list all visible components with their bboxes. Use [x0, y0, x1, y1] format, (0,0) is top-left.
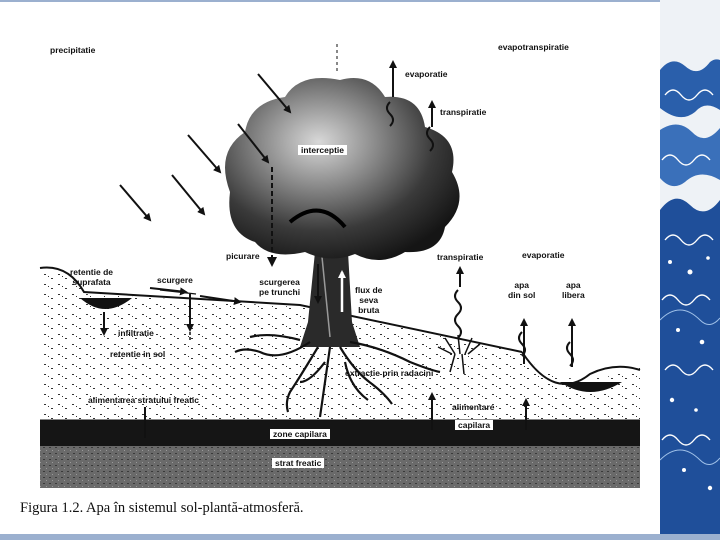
label-scurgere: scurgere	[157, 275, 193, 285]
label-flux-seva: flux de seva bruta	[355, 285, 382, 315]
label-transpiratie-top: transpiratie	[440, 107, 486, 117]
label-interceptie: interceptie	[298, 145, 347, 155]
label-capilara: capilara	[455, 420, 493, 430]
label-scurgerea-trunchi: scurgerea pe trunchi	[259, 277, 300, 297]
label-evaporatie-top: evaporatie	[405, 69, 448, 79]
label-extractie: extractie prin radacini	[345, 368, 433, 378]
label-apa-libera: apa libera	[562, 280, 585, 300]
ocean-wave-icon	[660, 0, 720, 540]
label-apa-din-sol: apa din sol	[508, 280, 535, 300]
figure-caption: Figura 1.2. Apa în sistemul sol-plantă-a…	[20, 500, 304, 517]
label-strat-freatic: strat freatic	[272, 458, 324, 468]
label-precipitatie: precipitatie	[50, 45, 95, 55]
label-evaporatie-right: evaporatie	[522, 250, 565, 260]
label-retentie-sol: retentie in sol	[110, 349, 165, 359]
label-retentie-suprafata: retentie de suprafata	[70, 267, 113, 287]
label-infiltratie: infiltratie	[118, 328, 154, 338]
bottom-frame-bar	[0, 534, 720, 540]
label-transpiratie-right: transpiratie	[437, 252, 483, 262]
label-alimentare: alimentare	[452, 402, 495, 412]
label-zona-capilara: zone capilara	[270, 429, 330, 439]
label-alimentarea: alimentarea stratului freatic	[88, 395, 199, 405]
label-picurare: picurare	[226, 251, 260, 261]
label-evapotranspiratie: evapotranspiratie	[498, 42, 569, 52]
slide-content: precipitatie evapotranspiratie evaporati…	[0, 2, 660, 534]
